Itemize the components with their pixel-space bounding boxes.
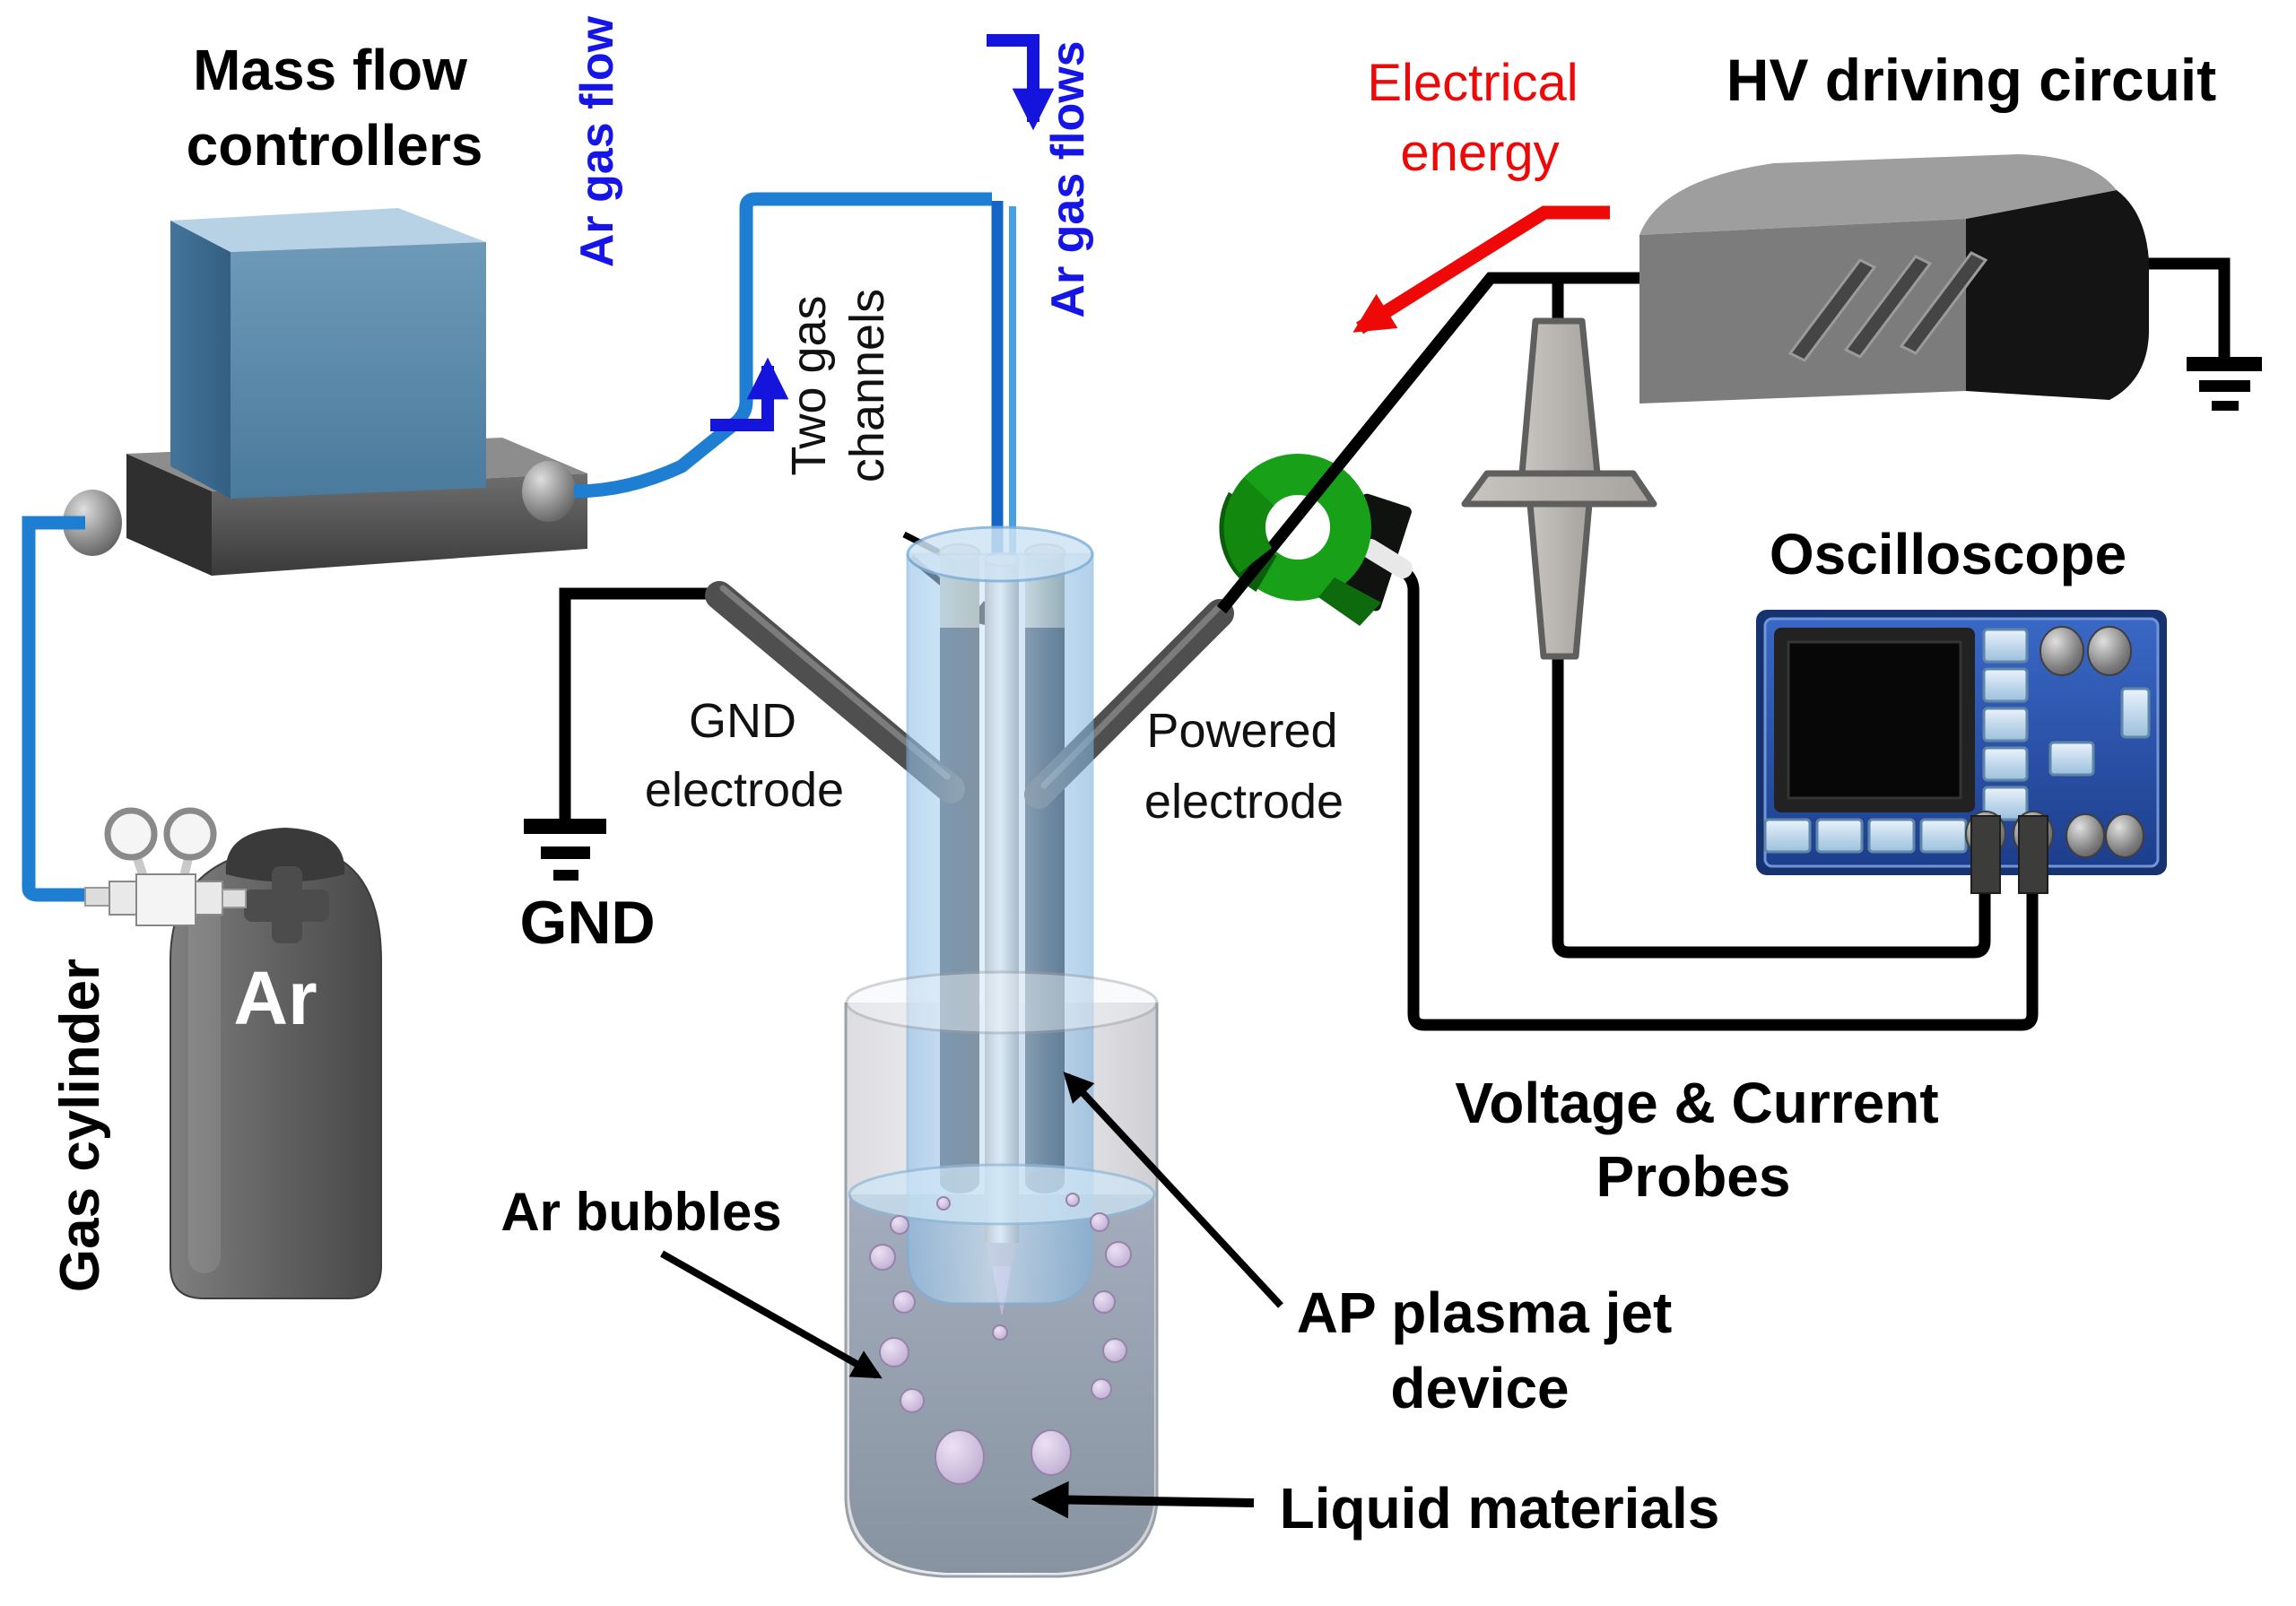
liquid-materials-text: Liquid materials (1280, 1476, 1720, 1541)
ap-plasma-line2: device (1390, 1356, 1569, 1420)
ap-plasma-line1: AP plasma jet (1297, 1280, 1673, 1345)
plasma-jet-device (705, 525, 1234, 1316)
ar-bubbles-label: Ar bubbles (500, 1182, 883, 1379)
electrical-energy-line1: Electrical (1367, 54, 1578, 112)
scope-probe-plug-1 (1970, 815, 2001, 894)
pressure-gauge-icon (163, 807, 217, 861)
ap-plasma-arrow (1063, 1072, 1283, 1308)
ground-symbol-icon (524, 819, 606, 881)
scope-buttons (1763, 628, 2151, 854)
regulator-collar-left (109, 881, 137, 916)
cylinder-gas-symbol: Ar (233, 956, 317, 1040)
ar-bubbles-text: Ar bubbles (500, 1182, 781, 1242)
mfc-base-left (126, 454, 212, 576)
regulator-block (135, 873, 196, 926)
mfc-port-left (63, 490, 122, 556)
pressure-gauge-icon (104, 807, 158, 861)
hv-box-side (1966, 190, 2149, 400)
oscilloscope: Oscilloscope (1756, 522, 2167, 894)
mfc-box-top (170, 208, 486, 252)
oscilloscope-title: Oscilloscope (1770, 522, 2126, 586)
liquid-materials-label: Liquid materials (1031, 1476, 1720, 1541)
mfc-box-left (170, 221, 230, 499)
scope-probe-plug-2 (2018, 815, 2048, 894)
toroid-ring-front (1223, 477, 1275, 574)
ar-gas-flow-label: Ar gas flow (571, 15, 623, 267)
mass-flow-title-line2: controllers (187, 113, 483, 178)
mfc-box-front (230, 242, 486, 499)
toroid-tail (1318, 577, 1381, 626)
gnd-wire (559, 587, 718, 820)
cylinder-cap (225, 828, 345, 882)
electrical-energy-line2: energy (1400, 124, 1559, 182)
cylinder-highlight (188, 897, 221, 1273)
wire-voltage-probe-to-scope (1552, 655, 1991, 959)
electrical-energy-label: Electrical energy (1352, 54, 1610, 334)
wire-current-probe-to-scope (1397, 563, 2039, 1031)
hv-probe-lower-cone (1526, 500, 1593, 660)
mfc-port-right (522, 461, 576, 522)
cylinder-valve-cross-v (272, 866, 302, 943)
tube-mfc-to-jet (573, 192, 992, 499)
gnd-electrode-label: GND electrode (645, 694, 844, 817)
regulator (84, 807, 247, 926)
flow-arrow-down-icon (987, 34, 1055, 131)
gas-tubing (22, 192, 992, 902)
two-gas-line1: Two gas (782, 295, 836, 475)
liquid-surface (848, 1163, 1156, 1226)
gnd-label: GND (519, 889, 655, 957)
flow-arrow-up-icon (710, 357, 789, 431)
cylinder-body (170, 848, 382, 1299)
regulator-pipe-right (222, 889, 247, 908)
gnd-electrode-line2: electrode (645, 763, 844, 817)
vc-probes-line1: Voltage & Current (1455, 1071, 1938, 1135)
gas-cylinder-label: Gas cylinder (49, 959, 111, 1292)
vc-probes-line2: Probes (1596, 1144, 1791, 1209)
mass-flow-title: Mass flow controllers (187, 38, 483, 178)
powered-electrode-label: Powered electrode (1144, 704, 1344, 829)
vessel-rim (845, 970, 1159, 1035)
tube-cylinder-to-mfc (22, 516, 87, 902)
powered-electrode-line1: Powered (1146, 704, 1337, 758)
hv-probe (1461, 317, 1657, 660)
hv-probe-upper-cone (1518, 317, 1601, 477)
toroid-connector-pin (1361, 539, 1413, 578)
regulator-collar-right (195, 881, 223, 916)
hv-box-top (1639, 154, 2117, 235)
gnd-left: GND (519, 587, 718, 957)
ground-symbol-right-icon (2187, 357, 2262, 411)
vent-slots-icon (1787, 251, 1988, 362)
liquid-surface-and-bubbles (844, 970, 1159, 1578)
ap-plasma-jet-label: AP plasma jet device (1063, 1072, 1673, 1420)
liquid-materials-arrow (1031, 1480, 1255, 1519)
glass-tube (906, 552, 1094, 1306)
wire-through-toroid (1216, 273, 1496, 614)
scope-screen (1787, 640, 1962, 800)
hv-probe-wings (1461, 470, 1657, 508)
hv-driving-circuit-title: HV driving circuit (1726, 47, 2216, 113)
hv-box-front (1639, 219, 1966, 404)
gas-cylinder: Ar Gas cylinder (49, 807, 382, 1299)
two-gas-line2: channels (840, 289, 894, 482)
electrical-energy-arrow (1352, 205, 1610, 334)
mass-flow-title-line1: Mass flow (193, 38, 467, 102)
wire-hv-to-ground (2124, 257, 2231, 357)
ar-bubbles-arrow (660, 1250, 883, 1379)
ar-gas-flows-label: Ar gas flows (1042, 40, 1094, 317)
voltage-current-probes-label: Voltage & Current Probes (1455, 1071, 1938, 1209)
two-gas-channels-label: Two gas channels (782, 289, 996, 628)
mfc-base-front (212, 473, 587, 576)
mass-flow-controller (63, 208, 587, 576)
gnd-electrode-line1: GND (689, 694, 796, 748)
hv-driving-circuit: HV driving circuit (1639, 47, 2216, 404)
vessel-outline (844, 1003, 1159, 1578)
powered-electrode-line2: electrode (1144, 775, 1344, 829)
regulator-pipe-left (84, 887, 110, 907)
glass-tube-top (906, 525, 1094, 583)
